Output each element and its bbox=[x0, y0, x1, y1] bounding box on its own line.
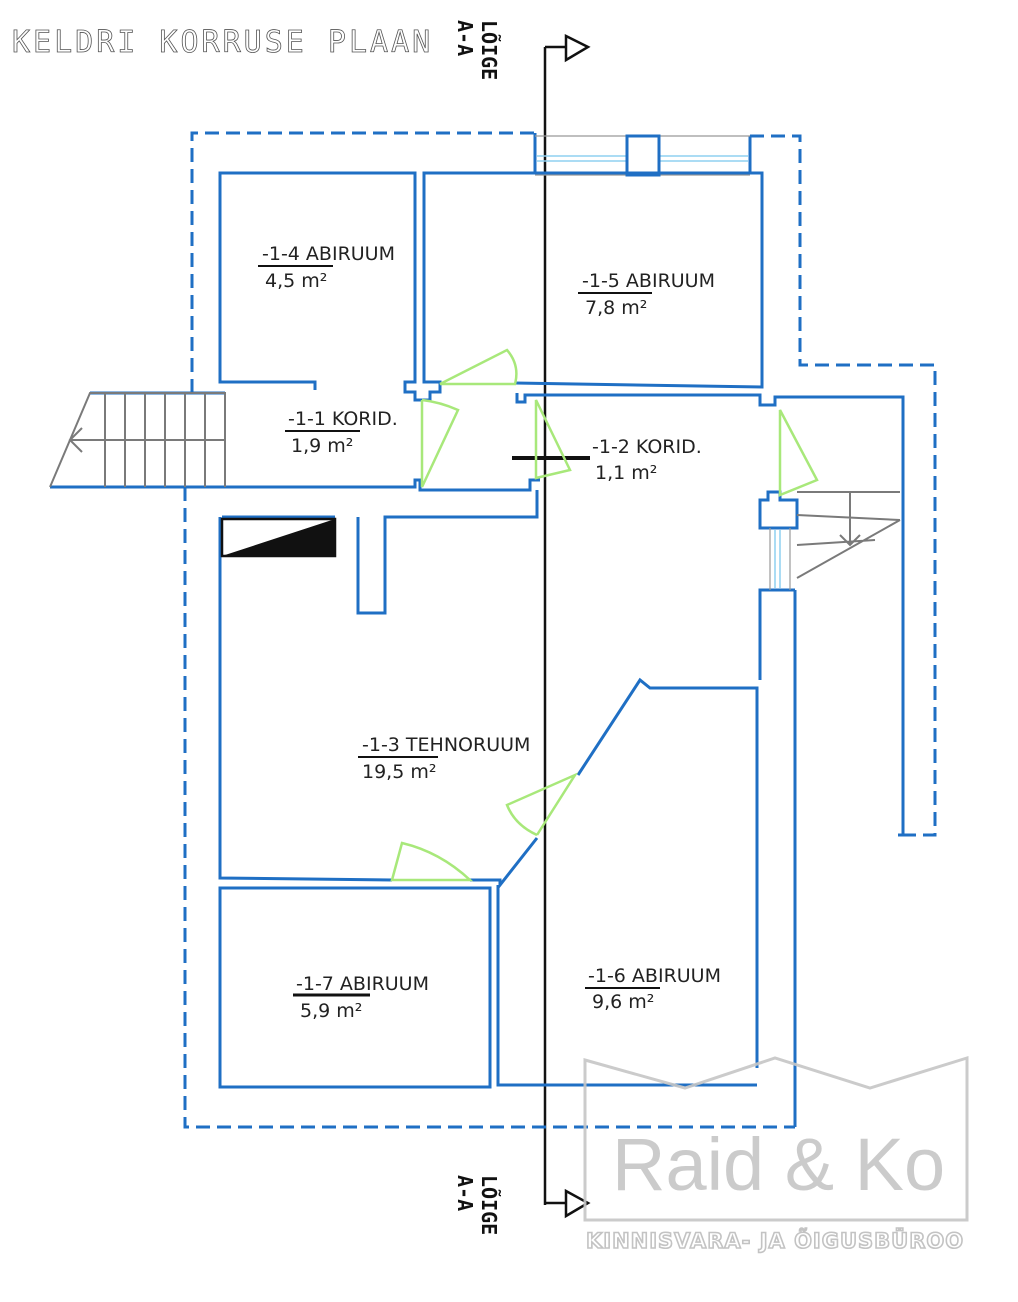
walls bbox=[50, 171, 799, 1089]
room-label-1-3: -1-3 TEHNORUUM 19,5 m² bbox=[358, 734, 530, 783]
doors bbox=[390, 348, 819, 882]
svg-text:-1-3 TEHNORUUM: -1-3 TEHNORUUM bbox=[362, 734, 530, 756]
svg-text:-1-1 KORID.: -1-1 KORID. bbox=[288, 408, 398, 430]
svg-text:9,6 m²: 9,6 m² bbox=[592, 991, 654, 1013]
outer-contour bbox=[183, 131, 937, 1129]
stairs-left bbox=[49, 392, 226, 488]
svg-text:1,1 m²: 1,1 m² bbox=[595, 462, 657, 484]
section-line bbox=[512, 33, 591, 1219]
room-label-1-7: -1-7 ABIRUUM 5,9 m² bbox=[293, 973, 429, 1022]
svg-text:4,5 m²: 4,5 m² bbox=[265, 270, 327, 292]
svg-text:-1-4 ABIRUUM: -1-4 ABIRUUM bbox=[262, 243, 395, 265]
window-top bbox=[535, 134, 750, 177]
room-label-1-6: -1-6 ABIRUUM 9,6 m² bbox=[585, 965, 721, 1013]
room-label-1-1: -1-1 KORID. 1,9 m² bbox=[285, 408, 398, 457]
svg-text:-1-5 ABIRUUM: -1-5 ABIRUUM bbox=[582, 270, 715, 292]
svg-text:-1-6 ABIRUUM: -1-6 ABIRUUM bbox=[588, 965, 721, 987]
section-marker-bottom: LÕIGE A-A bbox=[453, 1175, 501, 1235]
svg-text:LÕIGE: LÕIGE bbox=[477, 1175, 501, 1235]
room-label-1-4: -1-4 ABIRUUM 4,5 m² bbox=[258, 243, 395, 292]
plan-title: KELDRI KORRUSE PLAAN bbox=[12, 25, 433, 60]
svg-text:Raid & Ko: Raid & Ko bbox=[612, 1123, 945, 1206]
room-label-1-2: -1-2 KORID. 1,1 m² bbox=[592, 436, 702, 484]
equipment-box bbox=[220, 517, 337, 558]
svg-text:19,5 m²: 19,5 m² bbox=[362, 761, 436, 783]
svg-text:LÕIGE: LÕIGE bbox=[477, 20, 501, 80]
svg-text:-1-2 KORID.: -1-2 KORID. bbox=[592, 436, 702, 458]
svg-text:A-A: A-A bbox=[453, 1175, 477, 1211]
room-label-1-5: -1-5 ABIRUUM 7,8 m² bbox=[578, 270, 715, 319]
svg-text:1,9 m²: 1,9 m² bbox=[291, 435, 353, 457]
watermark-logo: Raid & Ko KINNISVARA- JA ÕIGUSBÜROO bbox=[583, 1055, 969, 1254]
svg-text:A-A: A-A bbox=[453, 20, 477, 56]
svg-text:5,9 m²: 5,9 m² bbox=[300, 1000, 362, 1022]
section-marker-top: LÕIGE A-A bbox=[453, 20, 501, 80]
svg-text:-1-7 ABIRUUM: -1-7 ABIRUUM bbox=[296, 973, 429, 995]
svg-text:7,8 m²: 7,8 m² bbox=[585, 297, 647, 319]
svg-text:KINNISVARA- JA ÕIGUSBÜROO: KINNISVARA- JA ÕIGUSBÜROO bbox=[586, 1228, 964, 1253]
stairs-right bbox=[796, 491, 901, 579]
